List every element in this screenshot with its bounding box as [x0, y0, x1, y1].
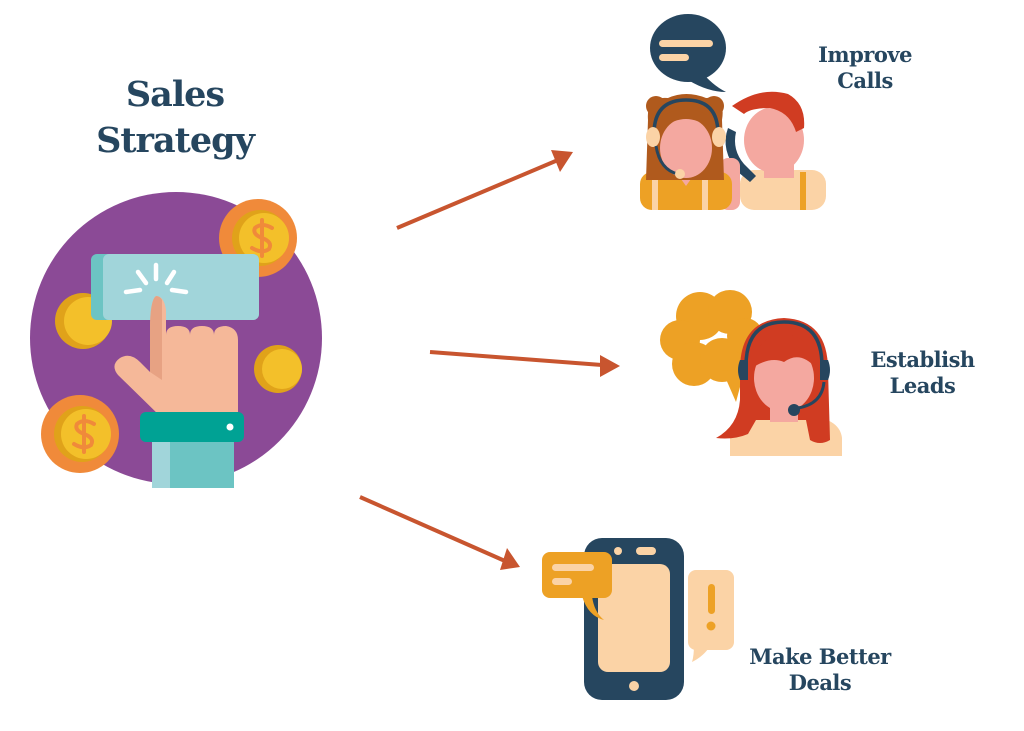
- arrow-to-improve-calls: [396, 150, 573, 230]
- outcome-label-line-2: Leads: [889, 372, 956, 398]
- dollar-coin-icon: [41, 395, 119, 473]
- outcome-label-improve-calls: Improve Calls: [790, 42, 940, 93]
- chat-bubble-icon: [542, 552, 612, 620]
- outcome-label-line-1: Establish: [870, 347, 975, 372]
- outcome-label-line-2: Deals: [788, 669, 852, 695]
- hand-icon: [114, 296, 244, 488]
- speech-bubble-icon: [650, 14, 726, 92]
- headset-agent-icon: [660, 290, 842, 456]
- outcome-label-line-1: Make Better: [749, 644, 891, 669]
- outcome-label-line-2: Calls: [837, 67, 893, 93]
- coin-icon: [254, 345, 302, 393]
- outcome-label-line-1: Improve: [818, 42, 912, 67]
- click-spark-icon: [123, 262, 189, 295]
- diagram-title: Sales Strategy: [60, 72, 290, 163]
- thought-bubble-icon: [660, 290, 763, 402]
- title-line-1: Sales: [125, 74, 225, 115]
- alert-bubble-icon: [688, 570, 734, 662]
- title-line-2: Strategy: [96, 119, 255, 161]
- hand-pressing-button-with-coins-icon: [30, 192, 322, 488]
- arrow-to-establish-leads: [429, 350, 620, 377]
- button-icon: [91, 254, 259, 320]
- outcome-label-make-better-deals: Make Better Deals: [725, 644, 915, 695]
- call-center-team-icon: [640, 14, 826, 210]
- dollar-coin-icon: [219, 199, 297, 277]
- arrow-to-make-better-deals: [359, 495, 520, 570]
- smartphone-messages-icon: [542, 538, 734, 700]
- outcome-label-establish-leads: Establish Leads: [850, 347, 995, 398]
